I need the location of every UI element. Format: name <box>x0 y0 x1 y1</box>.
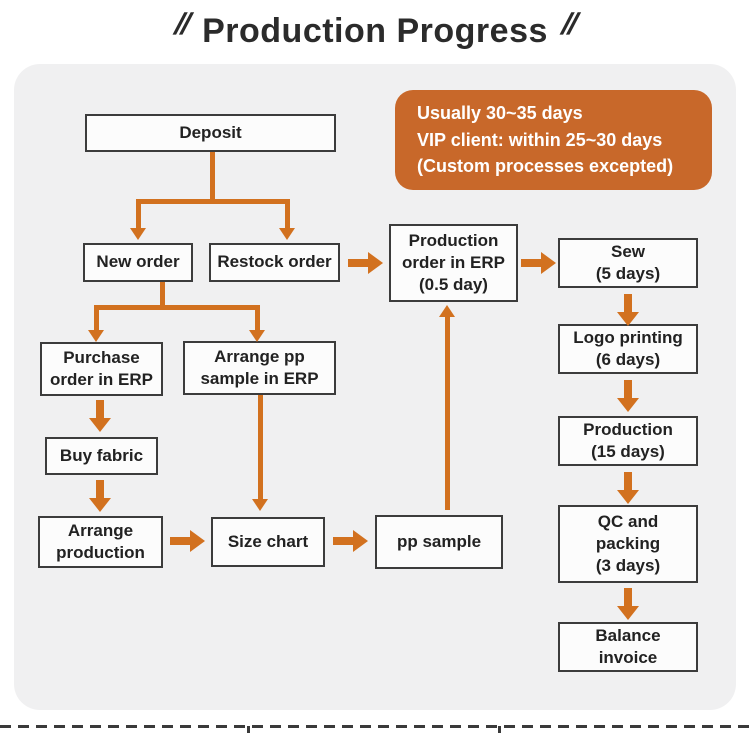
lead-time-line-3: (Custom processes excepted) <box>417 156 674 177</box>
node-buy-fabric: Buy fabric <box>45 437 158 475</box>
lead-time-info-box: Usually 30~35 days VIP client: within 25… <box>395 90 712 190</box>
arrow-size-chart-to-pp-sample-icon <box>333 530 369 552</box>
quote-open-icon: // <box>173 8 191 41</box>
arrow-production-to-qc-icon <box>617 472 639 506</box>
arrow-purchase-to-buy-fabric-icon <box>89 400 111 434</box>
node-restock-order: Restock order <box>209 243 340 282</box>
lead-time-line-2: VIP client: within 25~30 days <box>417 129 663 150</box>
node-arrange-production: Arrange production <box>38 516 163 568</box>
node-size-chart: Size chart <box>211 517 325 567</box>
node-purchase-order-in-erp: Purchase order in ERP <box>40 342 163 396</box>
arrow-restock-to-production-order-icon <box>348 252 384 274</box>
node-production-order-in-erp: Production order in ERP (0.5 day) <box>389 224 518 302</box>
node-qc-and-packing: QC and packing (3 days) <box>558 505 698 583</box>
arrow-sew-to-logo-printing-icon <box>617 294 639 328</box>
node-pp-sample: pp sample <box>375 515 503 569</box>
page-title-text: Production Progress <box>202 11 548 50</box>
arrow-qc-to-balance-invoice-icon <box>617 588 639 622</box>
node-logo-printing: Logo printing (6 days) <box>558 324 698 374</box>
bottom-dashed-separator <box>0 725 750 728</box>
flowchart-panel: Usually 30~35 days VIP client: within 25… <box>14 64 736 710</box>
lead-time-line-1: Usually 30~35 days <box>417 103 583 124</box>
arrow-new-order-split-icon <box>88 282 269 354</box>
node-sew: Sew (5 days) <box>558 238 698 288</box>
arrow-deposit-split-icon <box>121 152 301 242</box>
arrow-arrange-production-to-size-chart-icon <box>170 530 206 552</box>
node-production: Production (15 days) <box>558 416 698 466</box>
arrow-production-order-to-sew-icon <box>521 252 557 274</box>
arrow-arrange-pp-to-size-chart-icon <box>251 395 269 511</box>
arrow-logo-printing-to-production-icon <box>617 380 639 414</box>
page-title: // Production Progress // <box>0 0 750 62</box>
node-arrange-pp-sample-in-erp: Arrange pp sample in ERP <box>183 341 336 395</box>
node-deposit: Deposit <box>85 114 336 152</box>
dash-tick <box>247 726 250 733</box>
arrow-buy-fabric-to-arrange-production-icon <box>89 480 111 514</box>
quote-close-icon: // <box>559 8 577 41</box>
node-new-order: New order <box>83 243 193 282</box>
arrow-pp-sample-to-production-order-icon <box>438 305 456 510</box>
dash-tick <box>498 726 501 733</box>
node-balance-invoice: Balance invoice <box>558 622 698 672</box>
